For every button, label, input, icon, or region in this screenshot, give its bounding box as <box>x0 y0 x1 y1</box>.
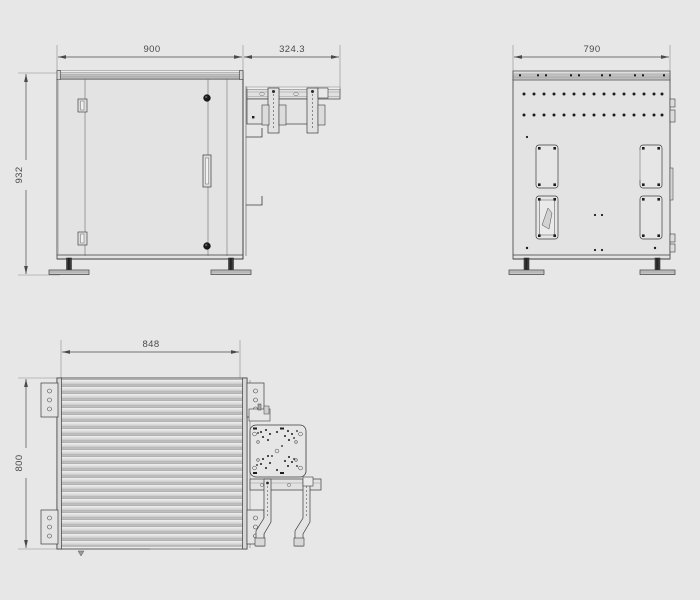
front-access-panel-upper-left <box>535 144 559 189</box>
front-access-panel-lower-left <box>535 195 559 240</box>
dimension-932: 932 <box>14 72 60 276</box>
side-bracket-arm-left <box>261 87 287 134</box>
dimension-label-900: 900 <box>143 44 160 55</box>
front-side-tabs <box>669 98 676 253</box>
side-leveling-foot-left <box>48 257 90 275</box>
side-conduit-upper <box>246 128 263 138</box>
plan-rail-left <box>56 377 62 550</box>
dimension-848: 848 <box>60 337 241 378</box>
dimension-label-932: 932 <box>14 166 25 183</box>
plan-bottom-view: 848 800 <box>14 337 322 557</box>
side-door-hinge-lower <box>77 231 88 246</box>
dimension-324_3: 324.3 <box>244 42 341 90</box>
plan-bracket-leg-right <box>293 476 314 547</box>
side-door-hinge-upper <box>77 98 88 113</box>
front-misc-holes <box>525 135 657 252</box>
front-vent-holes-row-lower <box>522 113 664 117</box>
front-leveling-foot-right <box>639 257 676 275</box>
front-elevation-view: 790 <box>508 42 676 275</box>
dimension-label-790: 790 <box>583 44 600 55</box>
side-bracket-assembly <box>246 86 341 134</box>
front-vent-holes-row-upper <box>522 92 664 96</box>
plan-rail-right <box>242 377 248 550</box>
side-fastener-upper <box>203 94 211 102</box>
side-door-handle <box>202 154 212 188</box>
front-leveling-foot-left <box>508 257 545 275</box>
side-conduit-lower <box>246 196 263 206</box>
plan-perforated-mounting-plate <box>249 424 307 478</box>
plan-bracket-leg-left <box>254 478 272 547</box>
front-top-rail <box>512 70 671 81</box>
side-cabinet-body <box>56 78 244 260</box>
side-top-rail <box>56 70 244 80</box>
dimension-label-324-3: 324.3 <box>279 44 305 55</box>
plan-mounting-tab-top-left <box>40 382 59 418</box>
plan-connector-block <box>248 403 271 422</box>
side-fastener-lower <box>203 242 211 250</box>
side-leveling-foot-right <box>210 257 252 275</box>
plan-mounting-tab-bottom-left <box>40 509 59 545</box>
dimension-900: 900 <box>56 42 244 80</box>
dimension-label-848: 848 <box>142 339 159 350</box>
front-access-panel-upper-right <box>639 144 663 189</box>
plan-flow-marker <box>77 550 85 557</box>
dimension-800: 800 <box>14 377 62 550</box>
side-elevation-view: 900 324.3 932 <box>14 42 341 276</box>
front-access-panel-lower-right <box>639 195 663 240</box>
dimension-label-800: 800 <box>14 454 25 471</box>
side-bracket-arm-right <box>306 87 329 134</box>
